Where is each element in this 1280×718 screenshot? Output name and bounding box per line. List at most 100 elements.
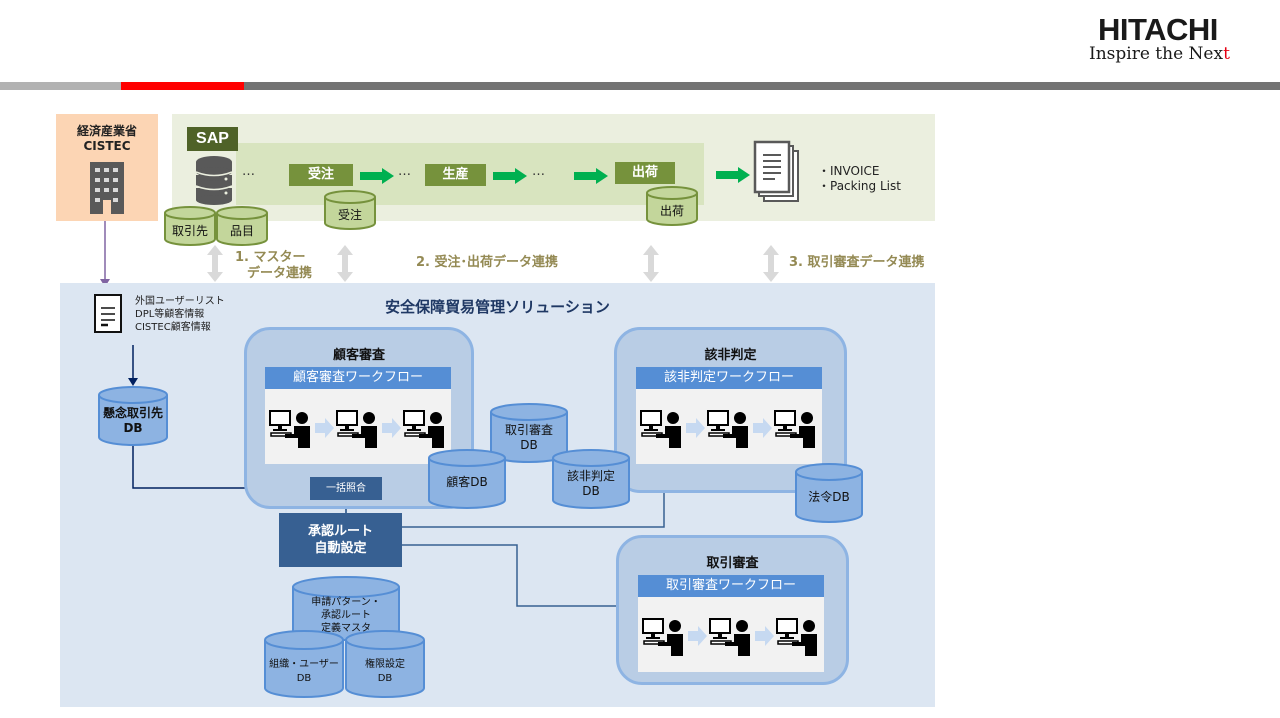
step-shipping: 出荷 — [615, 162, 675, 184]
workflow-customer-review[interactable]: 顧客審査ワークフロー — [265, 367, 451, 464]
db-label: 法令DB — [808, 490, 850, 504]
db-label-line1: 取引審査 — [504, 423, 553, 437]
approval-route-line1: 承認ルート — [307, 524, 373, 539]
step-arrow-icon — [382, 418, 401, 438]
operator-at-computer-icon — [269, 410, 310, 448]
document-invoice: ・INVOICE — [818, 164, 880, 178]
db-label-line2: DB — [123, 421, 143, 435]
ellipsis-1: … — [242, 164, 255, 179]
approval-route-box[interactable]: 承認ルート 自動設定 — [279, 513, 402, 567]
db-shipping: 出荷 — [646, 186, 698, 226]
db-classification: 該非判定 DB — [552, 449, 630, 509]
db-law: 法令DB — [795, 463, 863, 523]
db-label-line1: 権限設定 — [365, 659, 405, 670]
db-label: 品目 — [229, 224, 254, 238]
hitachi-tagline: Inspire the Next — [1089, 44, 1230, 64]
sync-arrow-icon — [763, 245, 779, 282]
government-title-line1: 経済産業省 — [76, 124, 137, 138]
document-list: ・INVOICE ・Packing List — [818, 164, 901, 194]
operator-at-computer-icon — [403, 410, 444, 448]
sync-label-order-shipping: 2. 受注･出荷データ連携 — [416, 255, 559, 270]
database-server-icon — [195, 156, 233, 205]
solution-title: 安全保障貿易管理ソリューション — [385, 298, 610, 316]
db-label-line1: 懸念取引先 — [102, 406, 163, 420]
operator-at-computer-icon — [776, 618, 817, 656]
batch-match-box[interactable]: 一括照合 — [310, 477, 382, 500]
module-customer-review: 顧客審査 顧客審査ワークフロー — [244, 327, 474, 509]
sap-label: SAP — [187, 127, 238, 151]
db-label: 出荷 — [659, 204, 684, 218]
db-label-line1: 該非判定 — [566, 469, 615, 483]
operator-at-computer-icon — [642, 618, 683, 656]
db-label-line2: 承認ルート — [321, 610, 371, 621]
government-title-line2: CISTEC — [83, 139, 131, 153]
db-label-line1: 申請パターン・ — [311, 597, 381, 608]
db-customer: 顧客DB — [428, 449, 506, 509]
db-trade-review: 取引審査 DB — [490, 403, 568, 463]
flow-arrow-icon — [360, 168, 394, 184]
db-label: 組織・ユーザー DB — [264, 658, 344, 686]
step-arrow-icon — [315, 418, 334, 438]
db-label: 権限設定 DB — [345, 658, 425, 686]
flow-arrow-icon — [716, 167, 750, 183]
ellipsis-2: … — [398, 164, 411, 179]
workflow-trade-review[interactable]: 取引審査ワークフロー — [638, 575, 824, 672]
db-business-partner: 取引先 — [164, 206, 216, 246]
db-label-line2: DB — [377, 673, 393, 684]
external-list-item: DPL等顧客情報 — [135, 309, 205, 320]
approval-to-trade-line — [402, 544, 624, 607]
operator-at-computer-icon — [774, 410, 815, 448]
tagline-accent: t — [1223, 44, 1230, 64]
approval-route-line2: 自動設定 — [314, 541, 367, 556]
step-arrow-icon — [755, 626, 774, 646]
workflow-steps — [638, 617, 824, 657]
external-list: 外国ユーザーリスト DPL等顧客情報 CISTEC顧客情報 — [135, 295, 225, 334]
document-icon — [94, 294, 122, 333]
sync-label-master-line1: 1. マスター — [235, 250, 306, 265]
module-title: 該非判定 — [704, 348, 757, 363]
workflow-step-icons — [640, 410, 815, 448]
db-label: 申請パターン・ 承認ルート 定義マスタ — [292, 596, 400, 635]
operator-at-computer-icon — [707, 410, 748, 448]
flow-arrow-icon — [493, 168, 527, 184]
db-permission: 権限設定 DB — [345, 630, 425, 698]
workflow-header: 該非判定ワークフロー — [636, 367, 822, 389]
step-arrow-icon — [753, 418, 772, 438]
db-label: 顧客DB — [446, 475, 488, 489]
operator-at-computer-icon — [709, 618, 750, 656]
db-label: 取引先 — [171, 224, 208, 238]
header-bar-red — [121, 82, 244, 90]
db-label-line2: DB — [582, 484, 600, 498]
step-arrow-icon — [686, 418, 705, 438]
db-watch-list: 懸念取引先 DB — [98, 386, 168, 446]
workflow-steps — [265, 409, 451, 449]
header-bar-gray-dark — [244, 82, 1280, 90]
step-arrow-icon — [688, 626, 707, 646]
flow-arrow-icon — [574, 168, 608, 184]
db-label: 該非判定 DB — [552, 469, 630, 499]
government-title: 経済産業省 CISTEC — [56, 124, 158, 154]
operator-at-computer-icon — [640, 410, 681, 448]
operator-at-computer-icon — [336, 410, 377, 448]
db-label: 受注 — [337, 208, 362, 222]
header-bar-gray-light — [0, 82, 121, 90]
document-packing-list: ・Packing List — [818, 179, 901, 193]
sync-label-trade-review: 3. 取引審査データ連携 — [789, 255, 925, 270]
sync-arrow-icon — [643, 245, 659, 282]
hitachi-logo: HITACHI — [1098, 12, 1218, 47]
step-production: 生産 — [425, 164, 486, 186]
tagline-text: Inspire the Nex — [1089, 44, 1224, 64]
step-order: 受注 — [289, 164, 353, 186]
module-title: 取引審査 — [706, 556, 759, 571]
government-box: 経済産業省 CISTEC — [56, 114, 158, 221]
external-list-item: 外国ユーザーリスト — [135, 296, 225, 307]
workflow-step-icons — [642, 618, 817, 656]
db-label-line2: DB — [296, 673, 312, 684]
building-icon — [90, 162, 124, 214]
db-label-line2: DB — [520, 438, 538, 452]
module-classification: 該非判定 該非判定ワークフロー — [614, 327, 847, 493]
db-label: 取引審査 DB — [490, 423, 568, 453]
db-label: 懸念取引先 DB — [98, 406, 168, 436]
workflow-classification[interactable]: 該非判定ワークフロー — [636, 367, 822, 464]
